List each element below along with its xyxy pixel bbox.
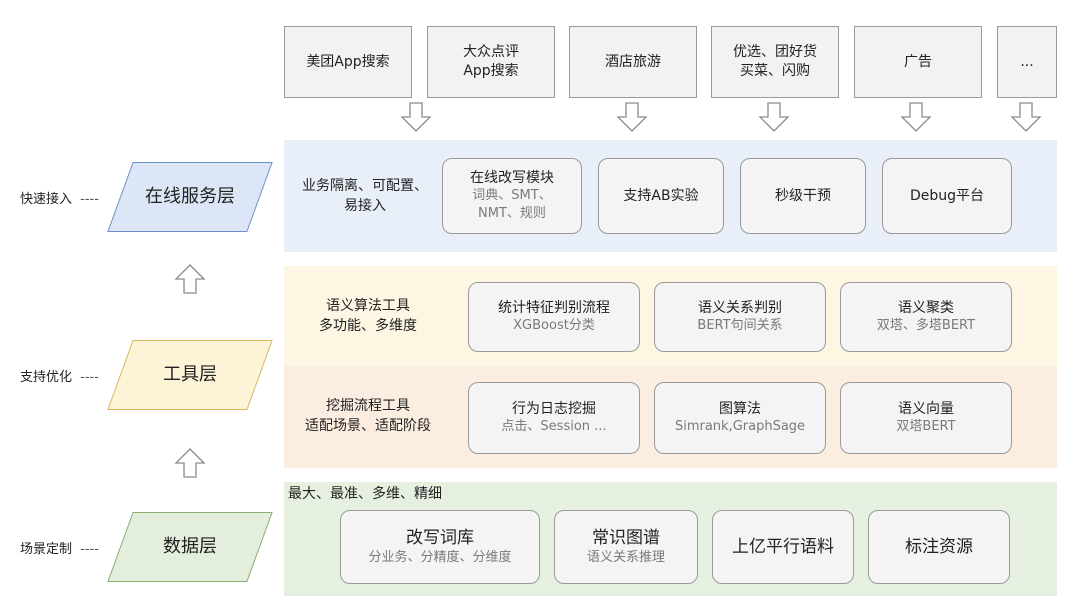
- knowledge-graph-card: 常识图谱 语义关系推理: [554, 510, 698, 584]
- source-box-ads: 广告: [854, 26, 982, 98]
- data-band-label: 最大、最准、多维、精细: [288, 486, 442, 502]
- layer-online-service: 在线服务层: [107, 162, 273, 232]
- card-title: 语义聚类: [898, 300, 954, 316]
- card-title: 语义关系判别: [698, 300, 782, 316]
- layer-note-data: 场景定制 ----: [20, 538, 99, 557]
- layer-data: 数据层: [107, 512, 273, 582]
- card-subtitle: 分业务、分精度、分维度: [368, 550, 512, 565]
- card-subtitle: 语义关系推理: [586, 550, 665, 565]
- card-subtitle: 词典、SMT、 NMT、规则: [472, 188, 552, 221]
- layer-name: 在线服务层: [145, 186, 235, 207]
- layer-tools: 工具层: [107, 340, 273, 410]
- semantic-cluster-card: 语义聚类 双塔、多塔BERT: [840, 282, 1012, 352]
- semantic-vector-card: 语义向量 双塔BERT: [840, 382, 1012, 454]
- up-arrow-icons: [174, 264, 206, 294]
- up-arrow-icon: [174, 264, 206, 294]
- mining-tools-band: 挖掘流程工具 适配场景、适配阶段 行为日志挖掘 点击、Session ... 图…: [284, 366, 1057, 468]
- stat-feature-card: 统计特征判别流程 XGBoost分类: [468, 282, 640, 352]
- card-title: 上亿平行语料: [732, 537, 834, 557]
- parallel-corpus-card: 上亿平行语料: [712, 510, 854, 584]
- card-title: 统计特征判别流程: [498, 300, 610, 316]
- online-band-label: 业务隔离、可配置、 易接入: [302, 178, 428, 214]
- mining-band-label: 挖掘流程工具 适配场景、适配阶段: [305, 398, 431, 434]
- card-title: 改写词库: [406, 528, 474, 548]
- data-band: 最大、最准、多维、精细 改写词库 分业务、分精度、分维度 常识图谱 语义关系推理…: [284, 482, 1057, 596]
- layer-note-online: 快速接入 ----: [20, 188, 99, 207]
- card-title: 图算法: [719, 401, 761, 417]
- dash-connector: ----: [80, 542, 99, 557]
- layer-note-text: 快速接入: [20, 192, 73, 207]
- card-title: 行为日志挖掘: [512, 401, 596, 417]
- down-arrow-icon: [1010, 102, 1042, 132]
- card-title: 语义向量: [898, 401, 954, 417]
- dash-connector: ----: [80, 370, 99, 385]
- down-arrow-icon: [400, 102, 432, 132]
- source-box-hotel: 酒店旅游: [569, 26, 697, 98]
- card-title: Debug平台: [909, 188, 985, 204]
- second-intervention-card: 秒级干预: [740, 158, 866, 234]
- annotation-resource-card: 标注资源: [868, 510, 1010, 584]
- layer-name: 工具层: [163, 364, 217, 385]
- layer-note-text: 场景定制: [20, 542, 73, 557]
- layer-note-tools: 支持优化 ----: [20, 366, 99, 385]
- ab-test-card: 支持AB实验: [598, 158, 724, 234]
- down-arrow-icon: [616, 102, 648, 132]
- dash-connector: ----: [80, 192, 99, 207]
- card-subtitle: BERT句间关系: [697, 318, 783, 333]
- card-subtitle: 双塔BERT: [896, 419, 956, 434]
- layer-note-text: 支持优化: [20, 370, 73, 385]
- online-service-band: 业务隔离、可配置、 易接入 在线改写模块 词典、SMT、 NMT、规则 支持AB…: [284, 140, 1057, 252]
- card-subtitle: Simrank,GraphSage: [674, 419, 806, 434]
- semantic-tools-band: 语义算法工具 多功能、多维度 统计特征判别流程 XGBoost分类 语义关系判别…: [284, 266, 1057, 366]
- source-box-more: ...: [997, 26, 1057, 98]
- card-title: 在线改写模块: [470, 170, 554, 186]
- rewrite-lexicon-card: 改写词库 分业务、分精度、分维度: [340, 510, 540, 584]
- semantic-relation-card: 语义关系判别 BERT句间关系: [654, 282, 826, 352]
- card-title: 常识图谱: [592, 528, 660, 548]
- behavior-log-card: 行为日志挖掘 点击、Session ...: [468, 382, 640, 454]
- online-rewrite-card: 在线改写模块 词典、SMT、 NMT、规则: [442, 158, 582, 234]
- card-title: 标注资源: [905, 537, 973, 557]
- debug-platform-card: Debug平台: [882, 158, 1012, 234]
- down-arrow-icons: [400, 102, 1042, 132]
- up-arrow-icons: [174, 448, 206, 478]
- up-arrow-icon: [174, 448, 206, 478]
- card-subtitle: 双塔、多塔BERT: [876, 318, 976, 333]
- graph-algorithm-card: 图算法 Simrank,GraphSage: [654, 382, 826, 454]
- source-box-dianping: 大众点评 App搜索: [427, 26, 555, 98]
- card-subtitle: 点击、Session ...: [501, 419, 607, 434]
- card-title: 秒级干预: [775, 188, 831, 204]
- source-box-meituan: 美团App搜索: [284, 26, 412, 98]
- card-title: 支持AB实验: [623, 188, 699, 204]
- down-arrow-icon: [900, 102, 932, 132]
- down-arrow-icon: [758, 102, 790, 132]
- source-box-youxuan: 优选、团好货 买菜、闪购: [711, 26, 839, 98]
- semantic-band-label: 语义算法工具 多功能、多维度: [319, 298, 417, 334]
- layer-name: 数据层: [163, 536, 217, 557]
- card-subtitle: XGBoost分类: [513, 318, 595, 333]
